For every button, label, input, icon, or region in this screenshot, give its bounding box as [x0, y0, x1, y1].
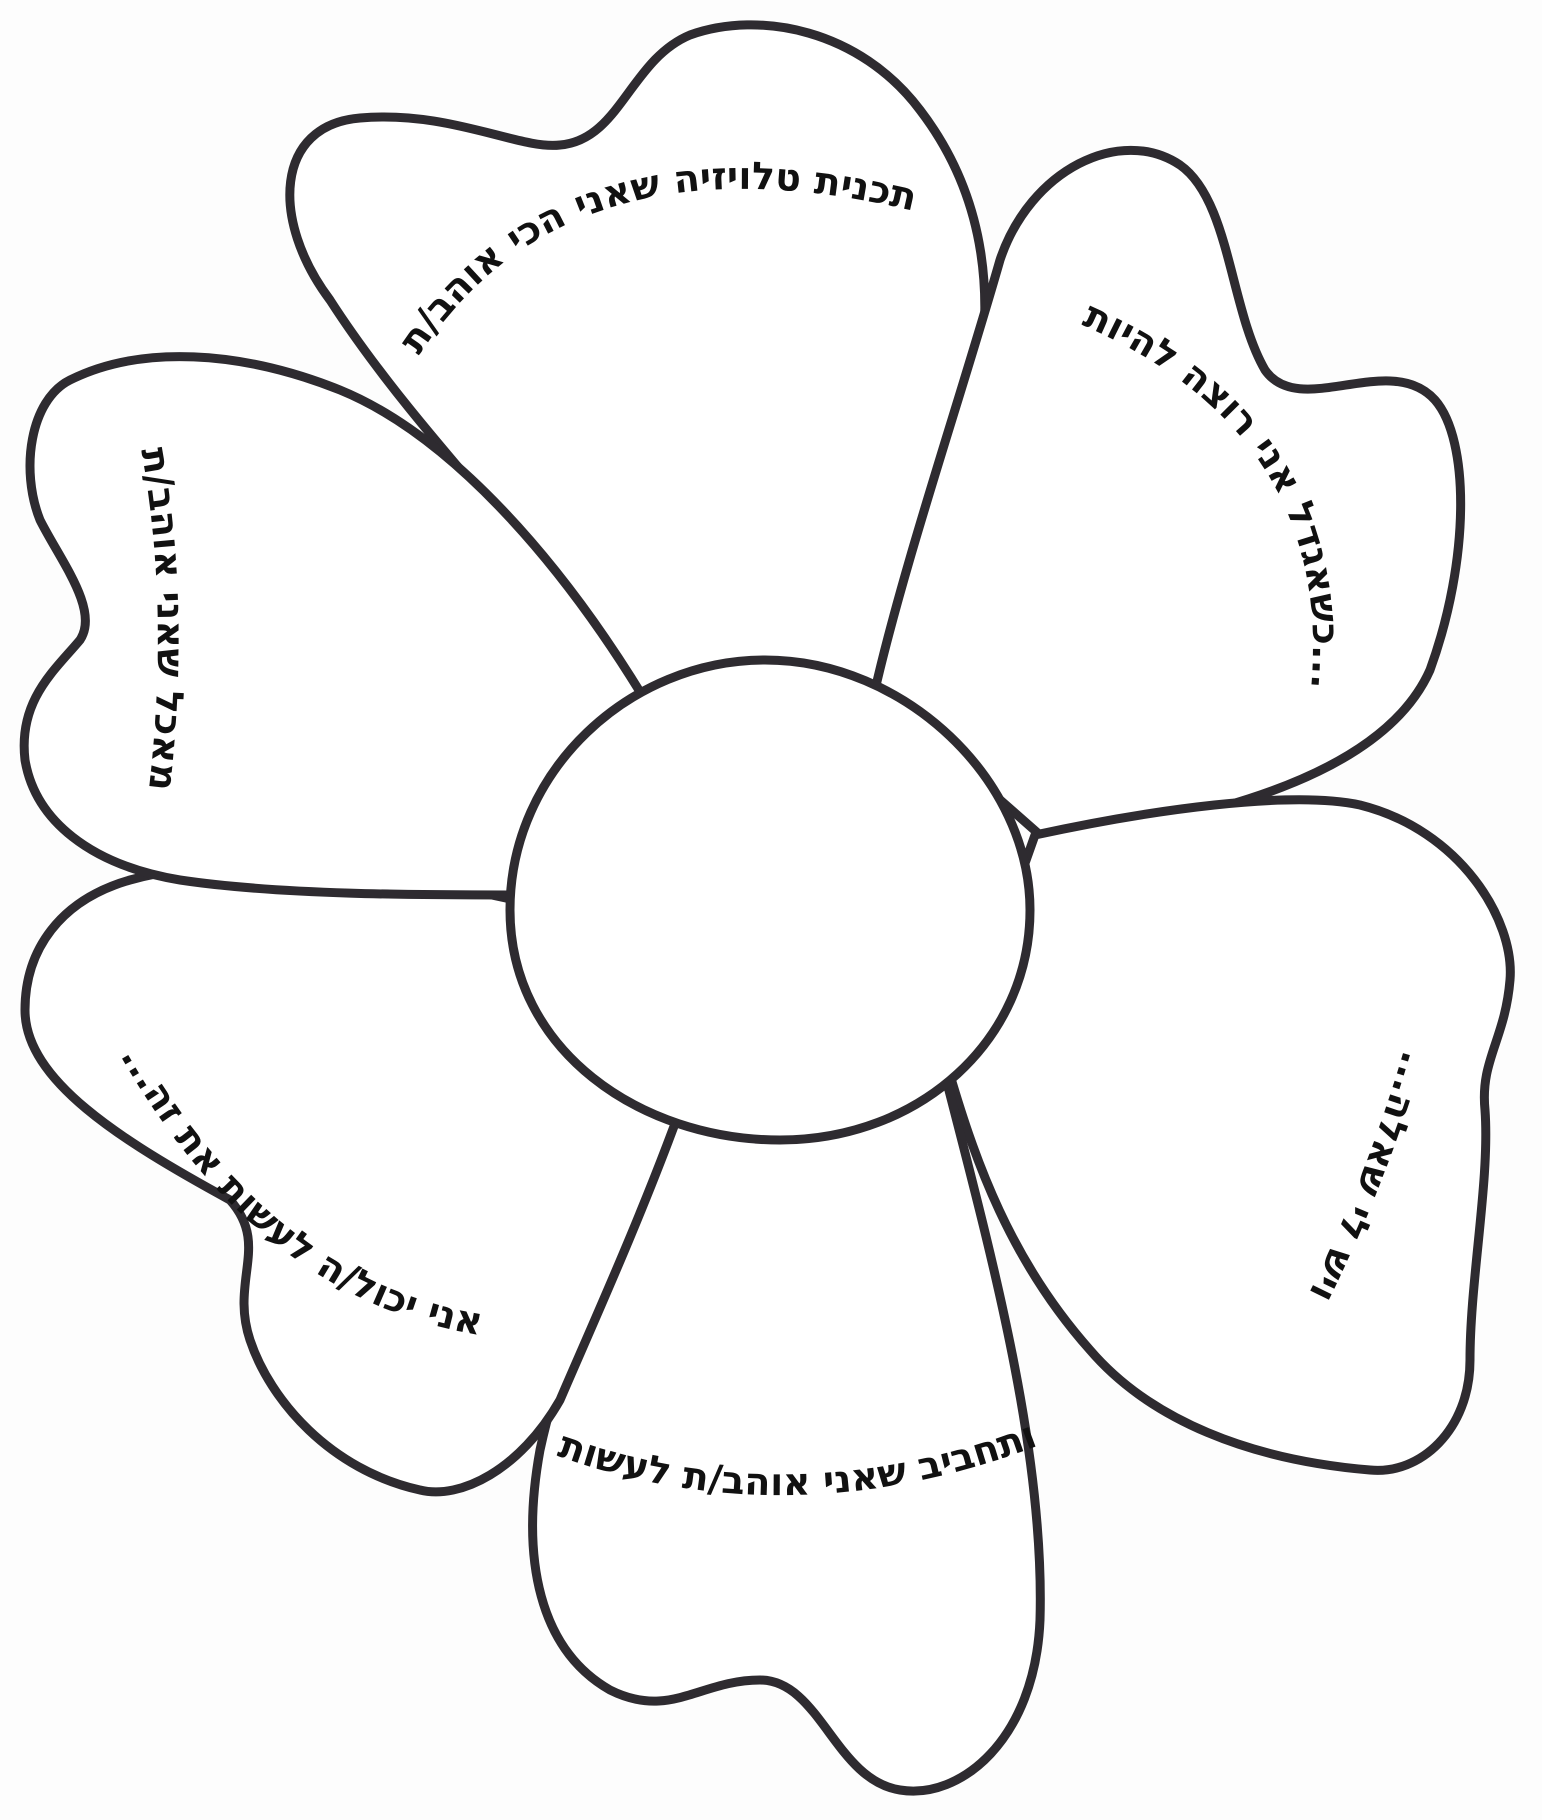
flower-center — [510, 660, 1030, 1140]
